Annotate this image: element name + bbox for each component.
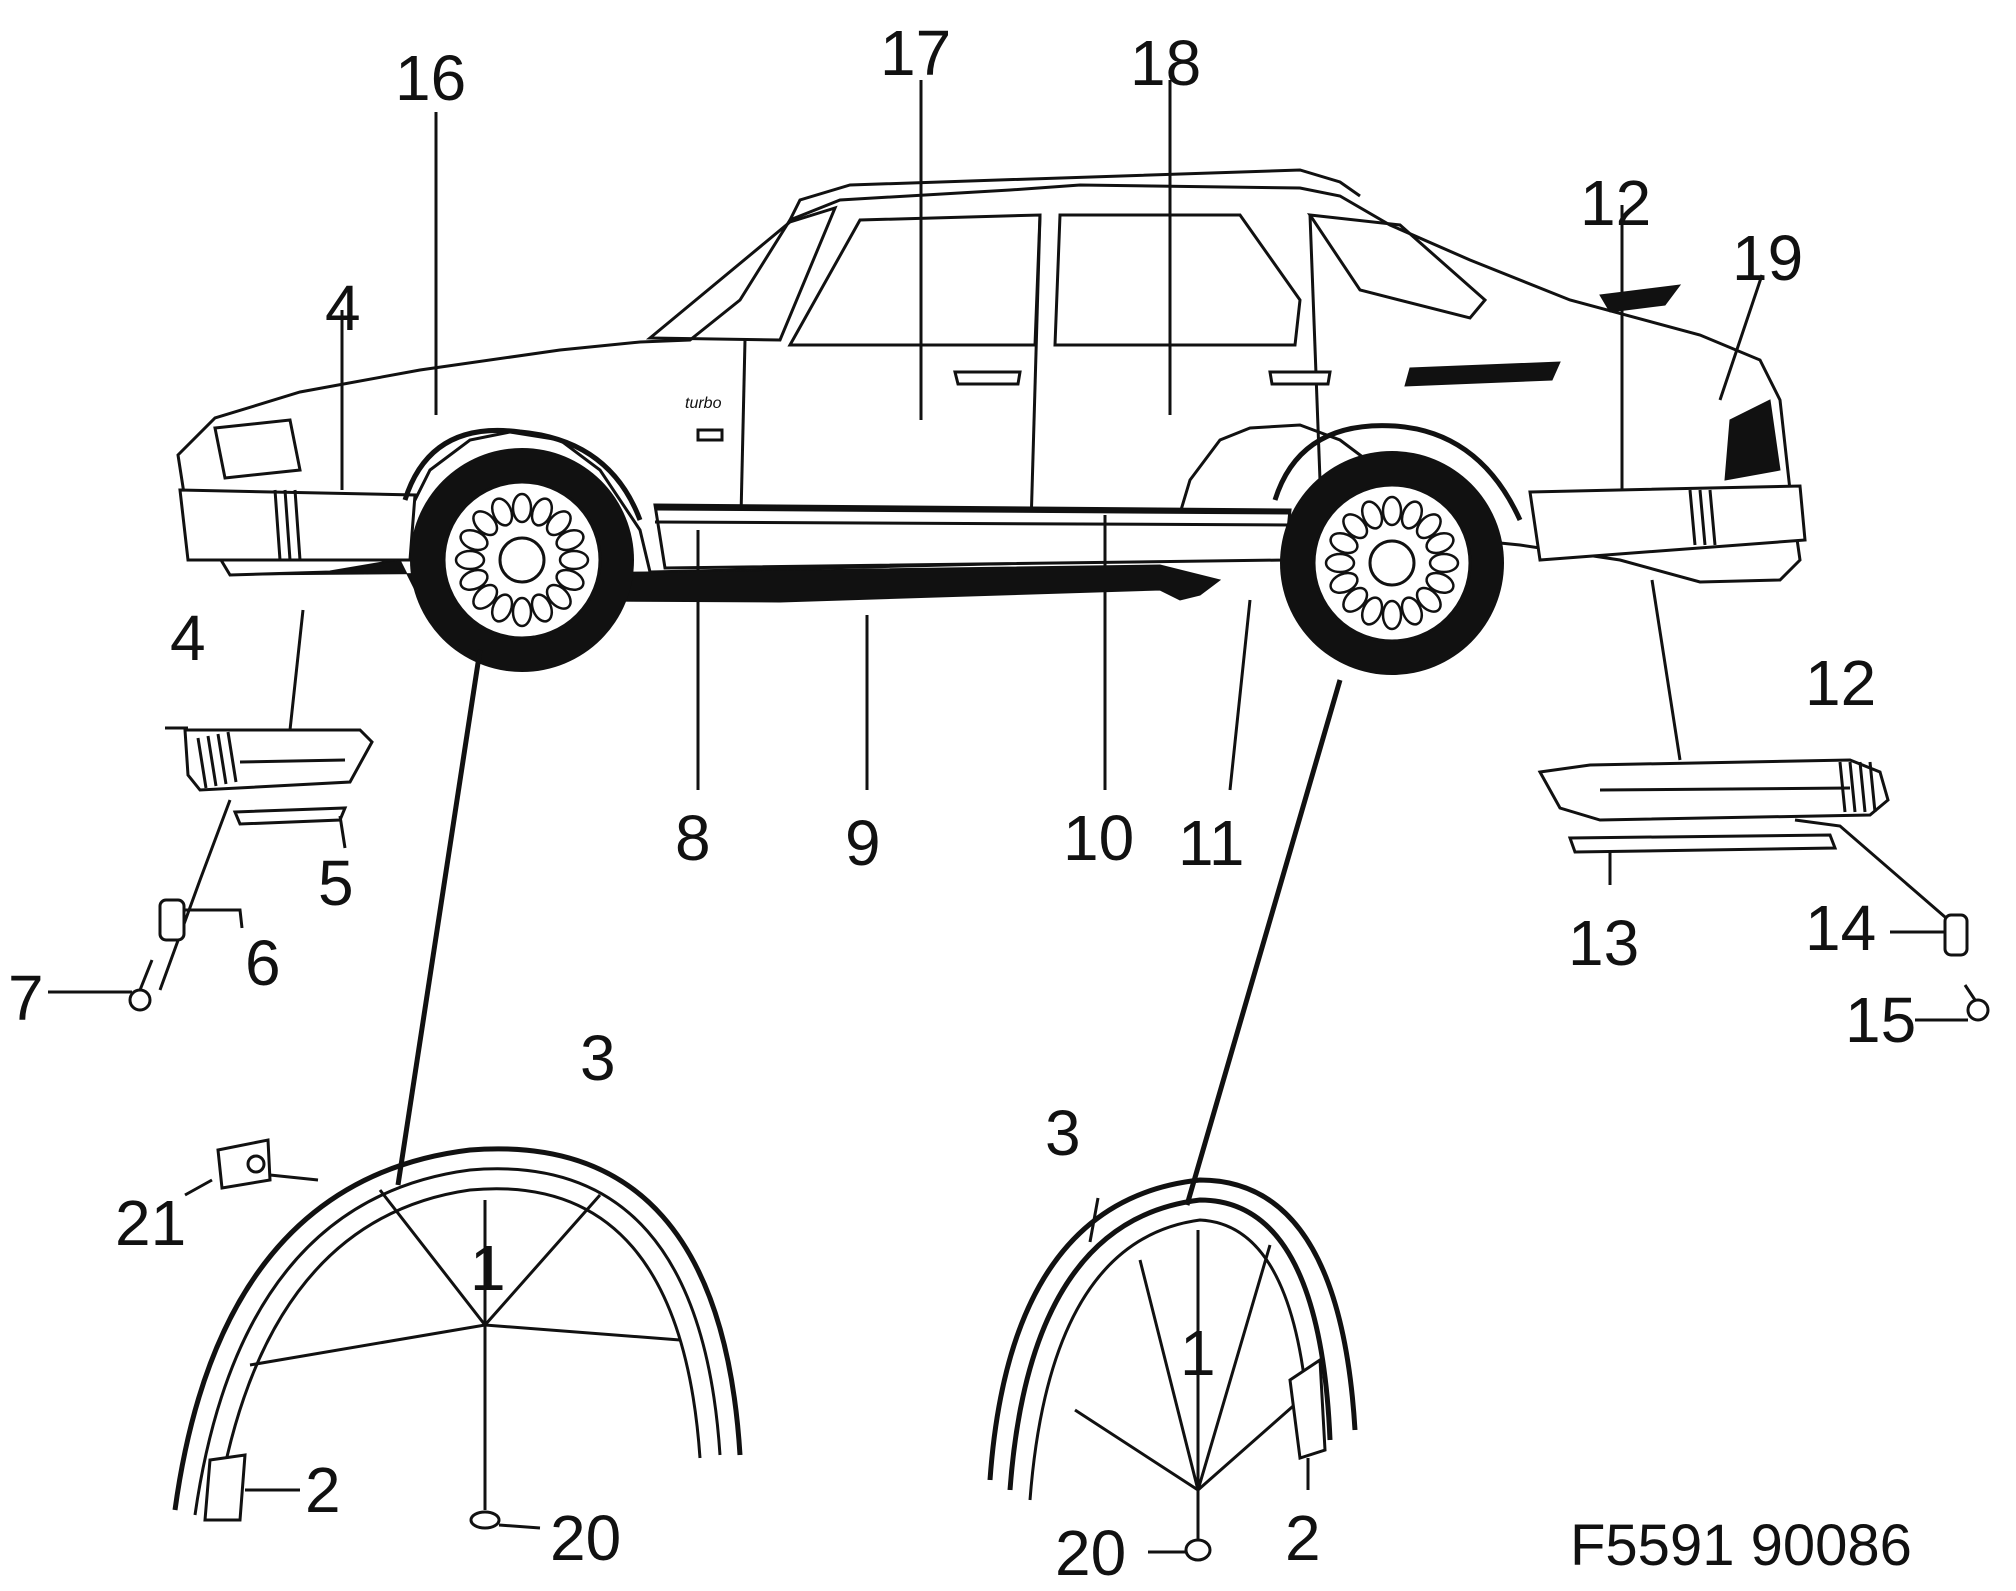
wheel-spoke-hole <box>1415 513 1442 540</box>
wheel-spoke-hole <box>1428 552 1460 574</box>
callout-5: 5 <box>318 847 354 919</box>
callout-4-lower: 4 <box>170 602 206 674</box>
wheel-spoke-hole <box>459 528 489 552</box>
callout-21: 21 <box>115 1187 186 1259</box>
leader-lines <box>288 80 1764 1206</box>
wheel-spoke-hole <box>1329 531 1359 555</box>
wheel-spoke-hole <box>490 593 514 623</box>
wheel-spoke-hole <box>1425 571 1455 595</box>
callout-19: 19 <box>1732 222 1803 294</box>
callout-3-left: 3 <box>580 1022 616 1094</box>
callout-2-right: 2 <box>1285 1502 1321 1574</box>
callout-8: 8 <box>675 802 711 874</box>
callout-7: 7 <box>8 962 44 1034</box>
wheel-spoke-hole <box>1400 596 1424 626</box>
wheel-spoke-hole <box>545 510 572 537</box>
wheel-spoke-hole <box>1425 531 1455 555</box>
front-wheel <box>410 448 634 672</box>
wheel-spoke-hole <box>490 497 514 527</box>
callout-17: 17 <box>880 17 951 89</box>
wheel-spoke-hole <box>472 583 499 610</box>
wheel-spoke-hole <box>530 497 554 527</box>
callout-14: 14 <box>1805 892 1876 964</box>
wheel-spoke-hole <box>1415 586 1442 613</box>
car-illustration: turbo <box>176 168 1807 675</box>
callout-1-right: 1 <box>1180 1317 1216 1389</box>
callout-15: 15 <box>1845 984 1916 1056</box>
wheel-spoke-hole <box>545 583 572 610</box>
wheel-spoke-hole <box>530 593 554 623</box>
figure-code: F5591 90086 <box>1570 1513 1912 1578</box>
callout-12-lower: 12 <box>1805 647 1876 719</box>
callout-20-left: 20 <box>550 1502 621 1574</box>
callout-2-left: 2 <box>305 1454 341 1526</box>
callout-13: 13 <box>1568 907 1639 979</box>
wheel-spoke-hole <box>1360 596 1384 626</box>
wheel-spoke-hole <box>555 528 585 552</box>
wheel-spoke-hole <box>511 596 533 628</box>
callout-3-right: 3 <box>1045 1097 1081 1169</box>
wheel-spoke-hole <box>454 549 486 571</box>
callout-20-right: 20 <box>1055 1517 1126 1589</box>
rear-wheel <box>1280 451 1504 675</box>
wheel-spoke-hole <box>555 568 585 592</box>
rear-arch-moulding <box>987 1177 1358 1562</box>
callout-labels: 16 17 18 12 19 4 4 5 6 7 8 9 10 11 12 13… <box>8 17 1916 1589</box>
callout-11: 11 <box>1178 807 1244 879</box>
wheel-spoke-hole <box>1381 599 1403 631</box>
turbo-badge: turbo <box>685 395 722 412</box>
wheel-spoke-hole <box>1400 500 1424 530</box>
callout-12-top: 12 <box>1580 167 1651 239</box>
callout-6: 6 <box>245 927 281 999</box>
rear-bumper-trim-parts <box>1537 758 1990 1022</box>
wheel-spoke-hole <box>1324 552 1356 574</box>
callout-4-top: 4 <box>325 272 361 344</box>
callout-9: 9 <box>845 807 881 879</box>
wheel-spoke-hole <box>472 510 499 537</box>
wheel-spoke-hole <box>1381 495 1403 527</box>
callout-10: 10 <box>1063 802 1134 874</box>
wheel-spoke-hole <box>1342 586 1369 613</box>
wheel-spoke-hole <box>1342 513 1369 540</box>
front-bumper-trim-parts <box>48 726 374 1012</box>
wheel-spoke-hole <box>558 549 590 571</box>
wheel-spoke-hole <box>511 492 533 524</box>
front-arch-moulding <box>172 1138 743 1530</box>
wheel-spoke-hole <box>1360 500 1384 530</box>
wheel-spoke-hole <box>1329 571 1359 595</box>
callout-16: 16 <box>395 42 466 114</box>
callout-1-left: 1 <box>470 1232 506 1304</box>
wheel-spoke-hole <box>459 568 489 592</box>
callout-18: 18 <box>1130 27 1201 99</box>
